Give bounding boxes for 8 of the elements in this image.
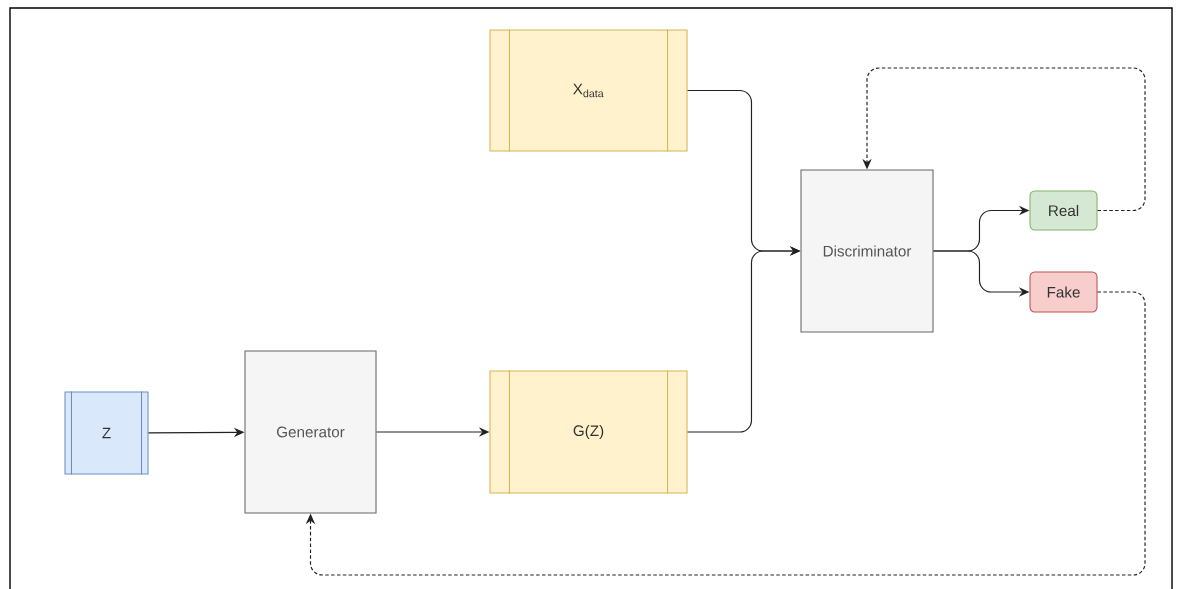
process-box: Generator (244, 350, 377, 514)
process-box: Discriminator (800, 169, 934, 333)
data-box: G(Z) (489, 369, 688, 495)
output-box: Fake (1029, 271, 1098, 313)
output-box: Real (1029, 190, 1098, 231)
data-box: X$_{data}$ (489, 28, 688, 153)
arrow (305, 291, 1146, 576)
input-box: Z (64, 390, 149, 476)
